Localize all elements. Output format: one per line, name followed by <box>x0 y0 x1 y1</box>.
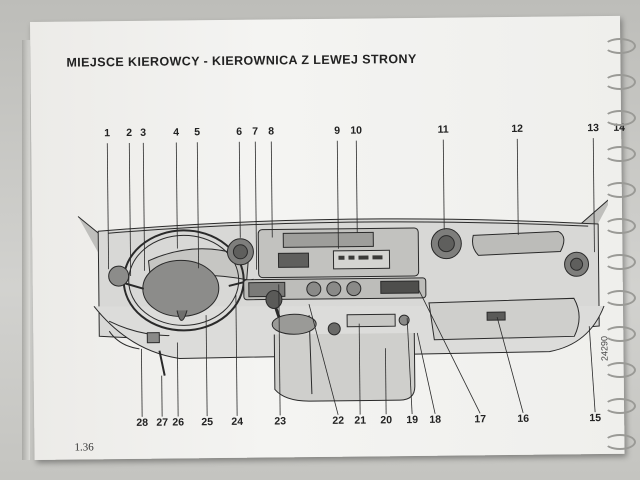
binding-ring <box>604 218 636 234</box>
binding-ring <box>604 362 636 378</box>
page-stack-edge <box>22 40 30 460</box>
binding-ring <box>604 398 636 414</box>
spiral-binding <box>604 20 640 460</box>
binding-ring <box>604 146 636 162</box>
page-title: MIEJSCE KIEROWCY - KIEROWNICA Z LEWEJ ST… <box>66 51 417 70</box>
binding-ring <box>604 38 636 54</box>
binding-ring <box>604 74 636 90</box>
binding-ring <box>604 110 636 126</box>
binding-ring <box>604 290 636 306</box>
binding-ring <box>604 434 636 450</box>
page-number: 1.36 <box>74 441 94 454</box>
binding-ring <box>604 326 636 342</box>
dashboard-illustration <box>77 138 611 417</box>
binding-ring <box>604 182 636 198</box>
binding-ring <box>604 254 636 270</box>
manual-page: MIEJSCE KIEROWCY - KIEROWNICA Z LEWEJ ST… <box>30 15 625 460</box>
